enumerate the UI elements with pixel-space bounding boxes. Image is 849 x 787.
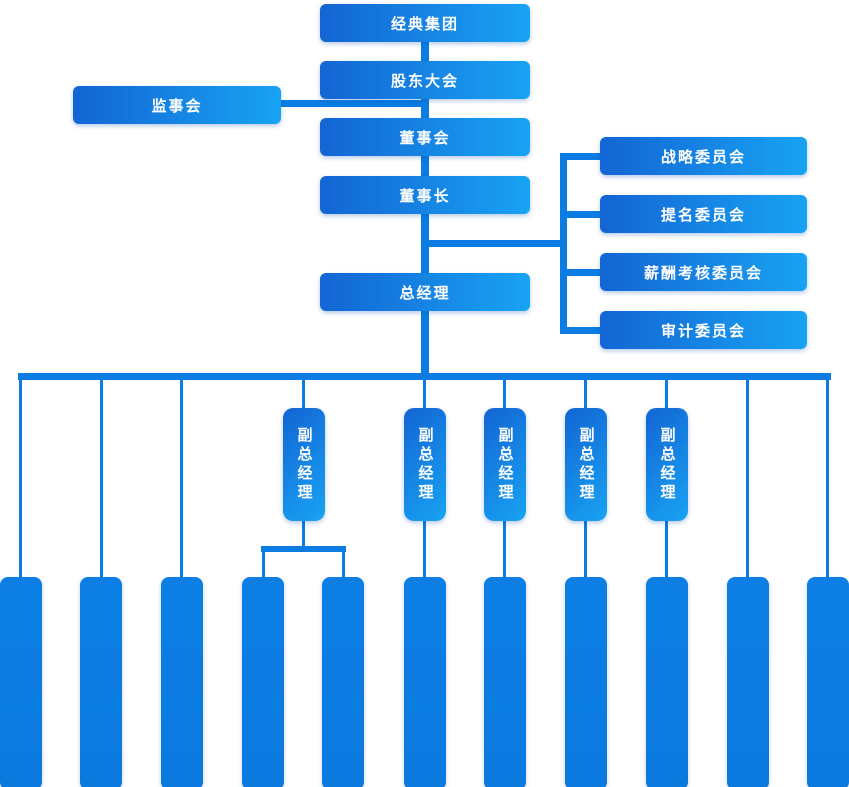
- drop-line: [584, 380, 587, 408]
- node-strategy-committee: 战略委员会: [600, 137, 807, 175]
- node-nomination-committee: 提名委员会: [600, 195, 807, 233]
- drop-line: [19, 380, 22, 577]
- node-compensation-committee: 薪酬考核委员会: [600, 253, 807, 291]
- department-box: [404, 577, 446, 787]
- committee-trunk-line: [560, 153, 567, 334]
- department-box: [565, 577, 607, 787]
- department-box: [80, 577, 122, 787]
- node-deputy-gm: 副总经理: [283, 408, 325, 521]
- department-box: [727, 577, 769, 787]
- drop-line: [665, 521, 668, 577]
- drop-line: [302, 380, 305, 408]
- drop-line: [423, 521, 426, 577]
- department-box: [322, 577, 364, 787]
- node-deputy-gm: 副总经理: [565, 408, 607, 521]
- committee-branch-line: [565, 269, 600, 276]
- node-shareholders-meeting: 股东大会: [320, 61, 530, 99]
- committee-branch-line: [565, 153, 600, 160]
- department-box: [242, 577, 284, 787]
- drop-line: [503, 380, 506, 408]
- drop-line: [503, 521, 506, 577]
- supervisory-connector-line: [280, 100, 425, 107]
- department-box: [807, 577, 849, 787]
- drop-line: [665, 380, 668, 408]
- node-supervisory-board: 监事会: [73, 86, 281, 124]
- drop-line: [746, 380, 749, 577]
- drop-line: [262, 552, 265, 577]
- drop-line: [342, 552, 345, 577]
- drop-line: [180, 380, 183, 577]
- department-box: [484, 577, 526, 787]
- node-deputy-gm: 副总经理: [484, 408, 526, 521]
- drop-line: [302, 521, 305, 546]
- drop-line: [584, 521, 587, 577]
- department-box: [0, 577, 42, 787]
- drop-line: [100, 380, 103, 577]
- drop-line: [826, 380, 829, 577]
- node-audit-committee: 审计委员会: [600, 311, 807, 349]
- drop-line: [423, 380, 426, 408]
- department-box: [161, 577, 203, 787]
- node-deputy-gm: 副总经理: [646, 408, 688, 521]
- committee-branch-line: [565, 327, 600, 334]
- distribution-rail-line: [18, 373, 831, 380]
- node-deputy-gm: 副总经理: [404, 408, 446, 521]
- node-general-manager: 总经理: [320, 273, 530, 311]
- committee-branch-line: [565, 211, 600, 218]
- split-bar-line: [261, 546, 346, 552]
- node-board-of-directors: 董事会: [320, 118, 530, 156]
- committee-feeder-line: [429, 240, 563, 247]
- node-group-root: 经典集团: [320, 4, 530, 42]
- department-box: [646, 577, 688, 787]
- node-chairman: 董事长: [320, 176, 530, 214]
